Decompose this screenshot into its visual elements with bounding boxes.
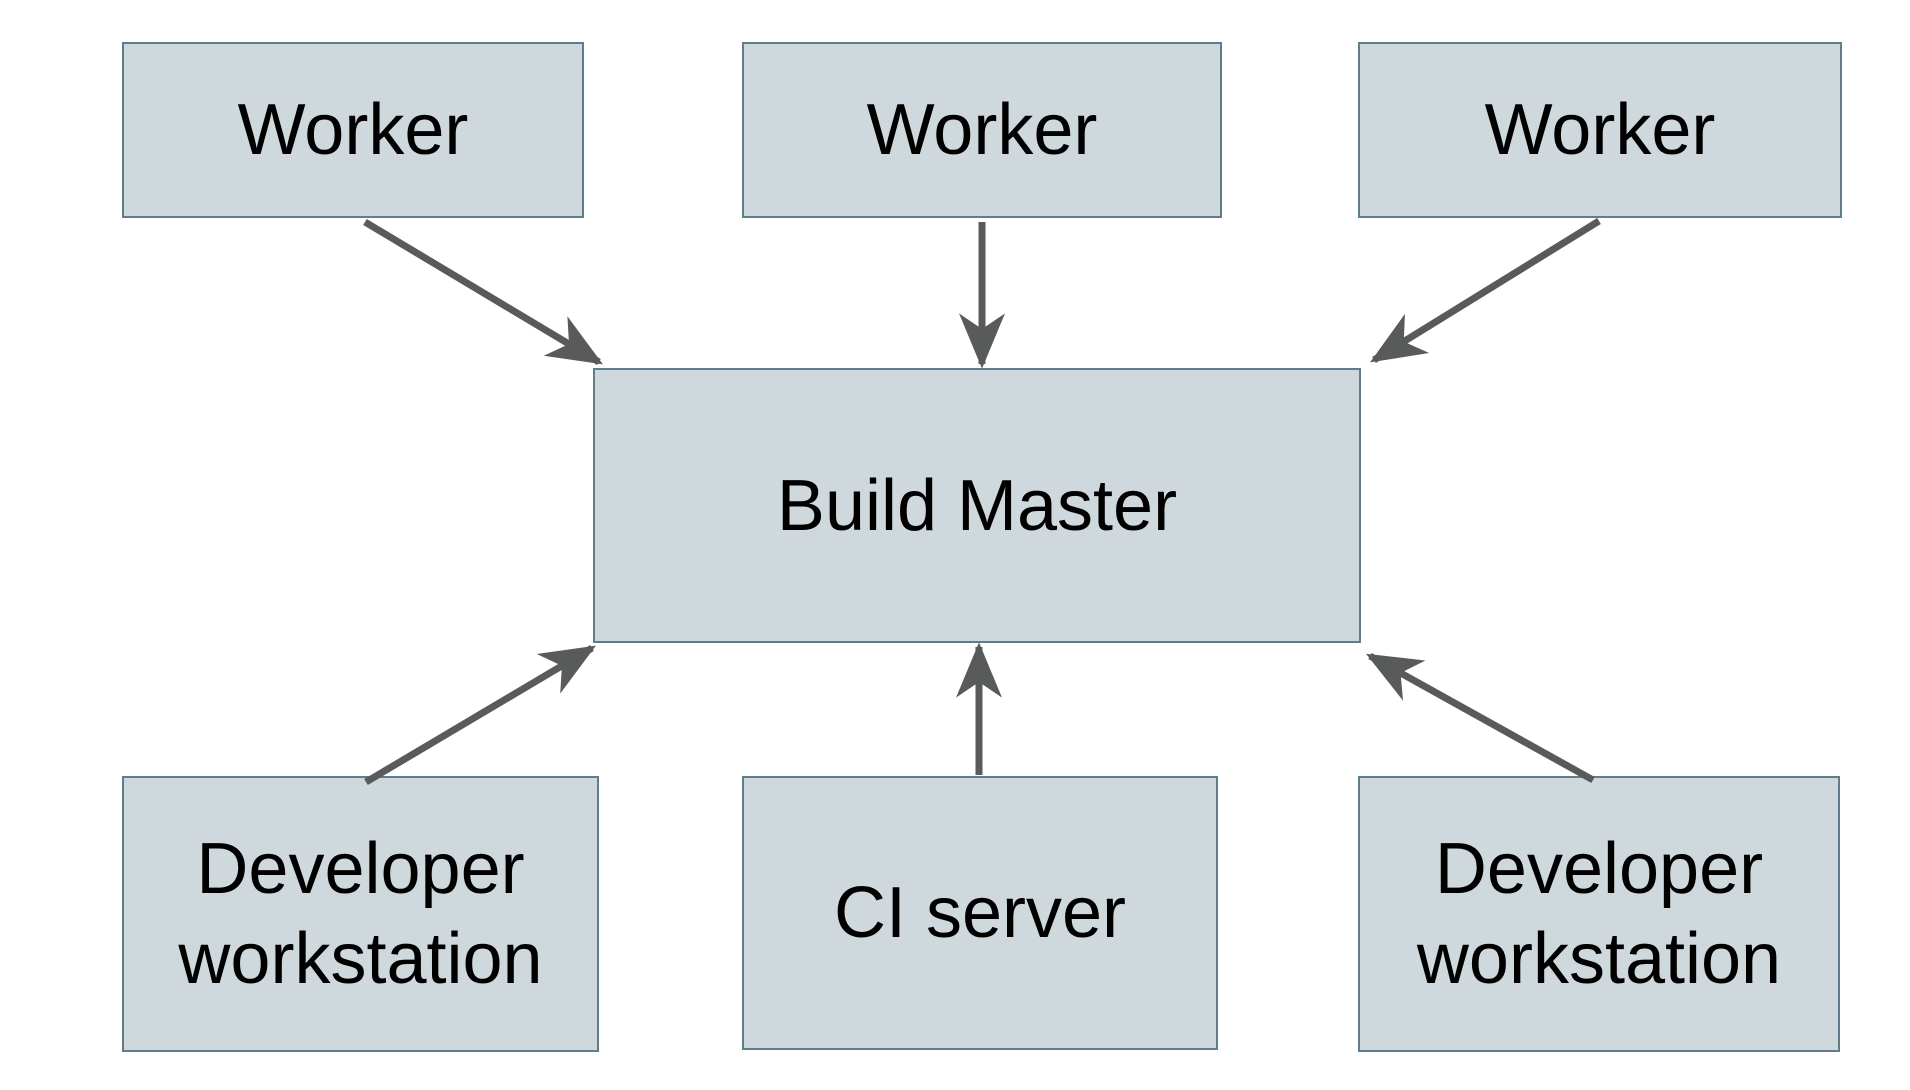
node-label-developer-workstation-right: Developer workstation <box>1416 829 1782 999</box>
node-label-ci-server: CI server <box>833 873 1127 953</box>
node-developer-workstation-left: Developer workstation <box>122 776 599 1052</box>
node-label-worker-1: Worker <box>237 90 469 170</box>
node-worker-3: Worker <box>1358 42 1842 218</box>
arrow-worker-1-to-build-master <box>363 218 603 366</box>
node-label-worker-2: Worker <box>866 90 1098 170</box>
node-build-master: Build Master <box>593 368 1361 643</box>
node-ci-server: CI server <box>742 776 1218 1050</box>
node-worker-2: Worker <box>742 42 1222 218</box>
node-label-developer-workstation-left: Developer workstation <box>178 829 543 999</box>
node-worker-1: Worker <box>122 42 584 218</box>
node-label-worker-3: Worker <box>1484 90 1716 170</box>
node-developer-workstation-right: Developer workstation <box>1358 776 1840 1052</box>
arrow-worker-3-to-build-master <box>1370 218 1601 363</box>
node-label-build-master: Build Master <box>776 465 1178 546</box>
arrow-developer-workstation-left-to-build-master <box>364 644 596 786</box>
arrow-developer-workstation-right-to-build-master <box>1365 652 1595 784</box>
